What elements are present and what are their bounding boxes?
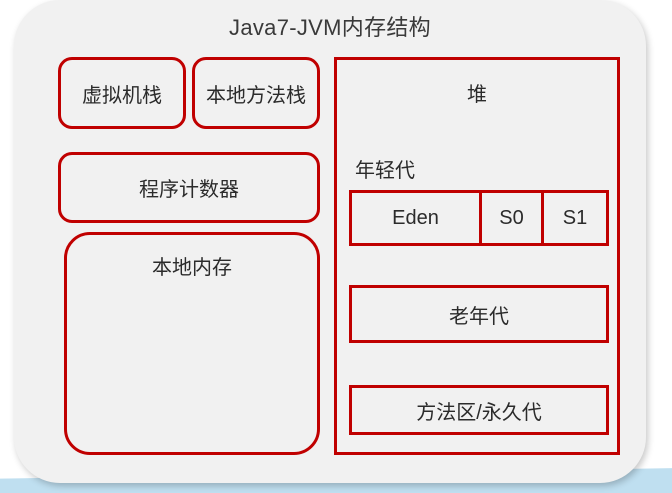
node-eden-label: Eden <box>392 206 439 229</box>
young-generation-label: 年轻代 <box>355 160 415 182</box>
node-method-area-label: 方法区/永久代 <box>416 401 542 424</box>
node-old-generation-label: 老年代 <box>449 305 509 328</box>
node-program-counter-label: 程序计数器 <box>139 179 239 201</box>
node-survivor-1-label: S1 <box>562 206 588 229</box>
page-title: Java7-JVM内存结构 <box>229 15 431 40</box>
node-program-counter[interactable]: 程序计数器 <box>58 152 320 223</box>
node-old-generation[interactable]: 老年代 <box>349 285 609 343</box>
jvm-memory-card: Java7-JVM内存结构 虚拟机栈 本地方法栈 程序计数器 本地内存 直接内存… <box>14 0 646 483</box>
node-native-method-stack[interactable]: 本地方法栈 <box>192 57 320 129</box>
node-heap-label: 堆 <box>467 84 487 106</box>
node-survivor-0-label: S0 <box>499 206 524 229</box>
node-heap[interactable]: 堆 年轻代 Eden S0 S1 老年代 方法区/永久代 <box>334 57 620 455</box>
node-vm-stack-label: 虚拟机栈 <box>82 84 162 107</box>
young-generation-row: Eden S0 S1 <box>349 190 609 246</box>
node-method-area[interactable]: 方法区/永久代 <box>349 385 609 435</box>
node-survivor-1[interactable]: S1 <box>544 193 606 243</box>
node-native-memory-label: 本地内存 <box>152 257 232 279</box>
node-survivor-0[interactable]: S0 <box>482 193 544 243</box>
node-vm-stack[interactable]: 虚拟机栈 <box>58 57 186 129</box>
node-native-memory[interactable]: 本地内存 直接内存 <box>64 232 320 455</box>
node-native-method-stack-label: 本地方法栈 <box>206 84 306 107</box>
node-eden[interactable]: Eden <box>352 193 482 243</box>
